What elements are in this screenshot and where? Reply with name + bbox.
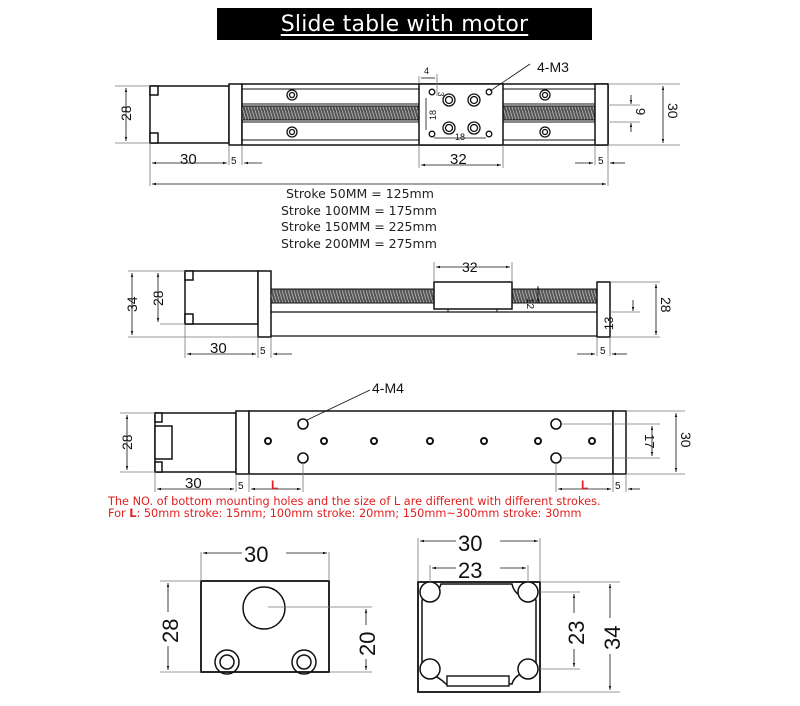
dim-5: 5 bbox=[231, 156, 237, 167]
dim-18-h: 18 bbox=[455, 132, 465, 142]
stroke-row: Stroke 100MM = 175mm bbox=[281, 202, 437, 218]
note-line-2: For L: 50mm stroke: 15mm; 100mm stroke: … bbox=[108, 506, 582, 520]
dim-9: 9 bbox=[633, 108, 648, 115]
top-view-labels: 4-M3 28 30 5 32 5 4 3 18 18 9 30 bbox=[118, 59, 681, 168]
note-line-1: The NO. of bottom mounting holes and the… bbox=[108, 495, 601, 508]
bottom-view bbox=[154, 389, 627, 475]
dim-20: 20 bbox=[355, 632, 380, 656]
dim-17: 17 bbox=[642, 434, 657, 448]
dim-30: 30 bbox=[185, 475, 202, 492]
stroke-row: Stroke 200MM = 275mm bbox=[281, 235, 437, 251]
top-view bbox=[149, 63, 609, 146]
dim-30: 30 bbox=[180, 151, 197, 168]
motor-body bbox=[149, 85, 230, 144]
bottom-view-dimensions bbox=[120, 410, 685, 492]
dim-34: 34 bbox=[124, 296, 140, 312]
dim-L-right: L bbox=[581, 478, 588, 492]
dim-12: 12 bbox=[524, 298, 535, 310]
stroke-row: Stroke 150MM = 225mm bbox=[281, 219, 437, 234]
stroke-row: Stroke 50MM = 125mm bbox=[286, 186, 434, 201]
dim-4: 4 bbox=[424, 66, 429, 76]
title-banner: Slide table with motor bbox=[217, 8, 592, 40]
dim-5: 5 bbox=[260, 346, 266, 357]
end-view-left bbox=[200, 580, 330, 675]
dim-5: 5 bbox=[238, 481, 244, 492]
dim-23-v: 23 bbox=[564, 621, 589, 645]
dim-18-v: 18 bbox=[428, 110, 438, 120]
side-view-dimensions bbox=[128, 262, 660, 358]
end-view-right bbox=[417, 581, 541, 693]
dim-5-right: 5 bbox=[600, 346, 606, 357]
dim-32: 32 bbox=[462, 259, 478, 275]
callout-4-m4: 4-M4 bbox=[372, 380, 404, 396]
dim-30: 30 bbox=[458, 531, 482, 556]
top-view-dimensions bbox=[115, 74, 680, 186]
dim-5-right: 5 bbox=[598, 156, 604, 167]
dim-30-right: 30 bbox=[678, 432, 694, 448]
dim-28: 28 bbox=[118, 105, 134, 121]
side-view bbox=[184, 270, 611, 338]
bottom-view-labels: 4-M4 28 30 5 L L 5 17 30 bbox=[119, 380, 694, 492]
dim-30-right: 30 bbox=[665, 103, 681, 119]
dim-30: 30 bbox=[244, 542, 268, 567]
dim-L-left: L bbox=[271, 478, 278, 492]
dim-32: 32 bbox=[450, 151, 467, 168]
dim-34: 34 bbox=[600, 626, 625, 650]
dim-28-right: 28 bbox=[658, 297, 674, 313]
dim-28: 28 bbox=[119, 434, 135, 450]
dim-28: 28 bbox=[150, 290, 166, 306]
dim-28: 28 bbox=[158, 619, 183, 643]
dim-5-right: 5 bbox=[615, 481, 621, 492]
page-title: Slide table with motor bbox=[280, 11, 529, 37]
dim-13: 13 bbox=[602, 316, 616, 330]
stroke-length-table: Stroke 50MM = 125mm Stroke 100MM = 175mm… bbox=[270, 186, 500, 252]
callout-4-m3: 4-M3 bbox=[537, 59, 569, 75]
dim-23-h: 23 bbox=[458, 558, 482, 583]
side-view-labels: 34 28 30 5 32 12 13 28 5 bbox=[124, 259, 674, 357]
stroke-note: The NO. of bottom mounting holes and the… bbox=[108, 496, 708, 519]
dim-30: 30 bbox=[210, 340, 227, 357]
dim-3: 3 bbox=[436, 92, 445, 97]
end-view-left-labels: 30 28 20 bbox=[158, 540, 380, 659]
end-view-right-labels: 30 23 23 34 bbox=[456, 530, 625, 654]
